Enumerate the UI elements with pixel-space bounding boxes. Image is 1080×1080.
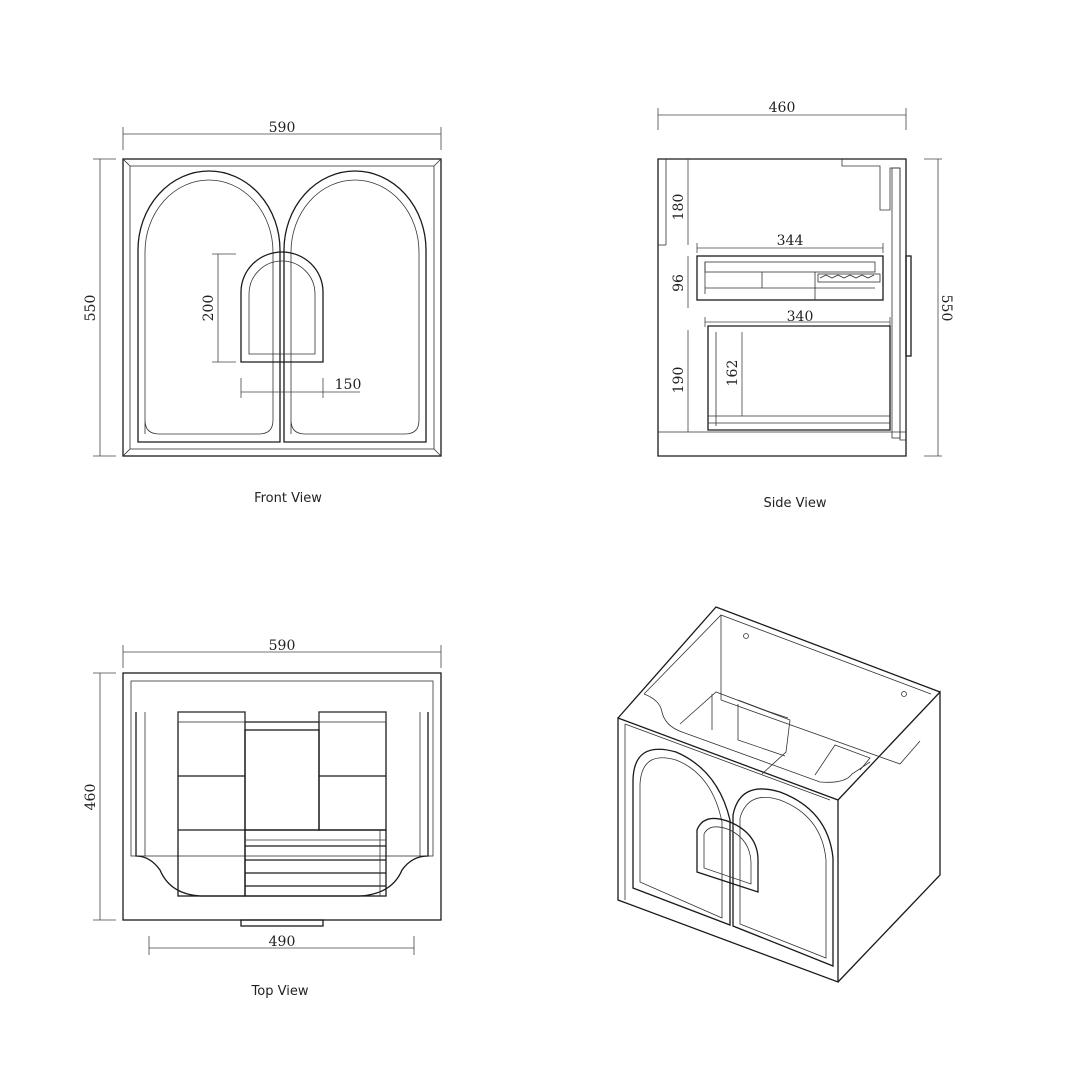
front-view: 590 550 200 150 Front View	[83, 120, 442, 506]
front-width-label: 590	[269, 120, 296, 136]
top-right-drawer-stack	[318, 711, 387, 831]
side-drawer	[696, 255, 884, 301]
side-bottom-gap-label: 190	[671, 367, 687, 394]
side-height-label: 550	[938, 295, 954, 322]
front-cabinet-outline	[122, 158, 442, 457]
iso-front-face	[617, 717, 839, 983]
side-depth-label: 460	[769, 100, 796, 116]
side-view: 460 550 180 344 96	[657, 100, 954, 511]
side-drawer-height-label: 96	[671, 274, 687, 292]
top-left-drawer-stack	[177, 711, 246, 897]
top-depth-label: 460	[83, 784, 99, 811]
side-top-gap-label: 180	[671, 194, 687, 221]
iso-right-arch-door	[732, 788, 834, 967]
right-arch-door	[283, 170, 427, 443]
side-lower-compartment	[707, 325, 891, 431]
side-inner-height-label: 162	[725, 360, 741, 387]
side-shelf-depth-label: 340	[787, 309, 814, 325]
front-height-label: 550	[83, 295, 99, 322]
isometric-view	[617, 606, 941, 983]
iso-arch-handle	[696, 817, 759, 893]
top-slats	[244, 829, 387, 897]
handle-height-label: 200	[201, 295, 217, 322]
top-width-label: 590	[269, 638, 296, 654]
top-view-caption: Top View	[251, 984, 309, 999]
side-cabinet-outline	[657, 158, 907, 457]
top-view: 590 460 490 To	[83, 638, 442, 999]
handle-width-label: 150	[335, 377, 362, 393]
left-arch-door	[137, 170, 281, 443]
iso-left-arch-door	[632, 748, 731, 926]
top-basin-cutout	[135, 712, 429, 897]
arch-handle	[240, 251, 324, 363]
side-drawer-depth-label: 344	[777, 233, 804, 249]
side-view-caption: Side View	[763, 496, 826, 511]
iso-side-face	[837, 690, 941, 983]
iso-top-rim	[617, 606, 941, 719]
top-inner-width-label: 490	[269, 934, 296, 950]
front-view-caption: Front View	[254, 491, 322, 506]
top-handle	[240, 919, 324, 927]
side-handle-profile	[905, 255, 912, 357]
